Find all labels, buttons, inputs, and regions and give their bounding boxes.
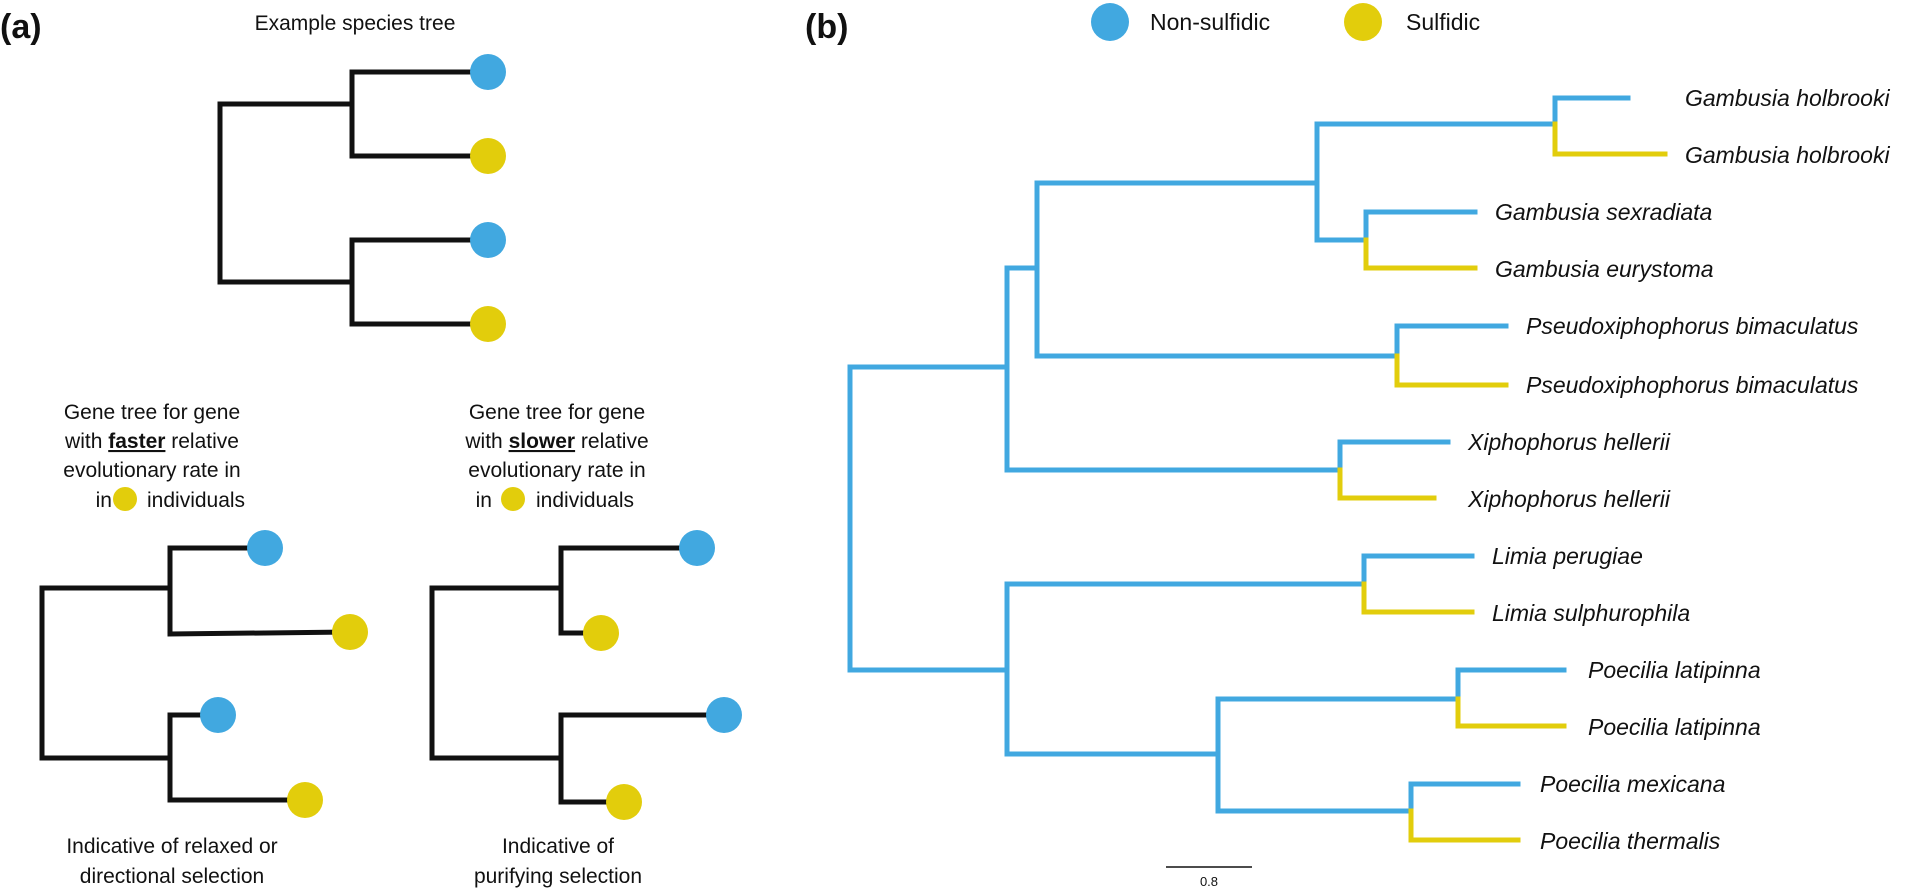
faster-caption-line4-suffix: individuals [147,489,245,512]
legend-sulfidic-swatch [1344,3,1382,41]
faster-gene-tree-tip-4-sulfidic [287,782,323,818]
faster-gene-tree [39,545,353,803]
purifying-caption-line1: Indicative of [502,835,614,858]
phylogeny-backbone [847,95,1631,814]
slower-caption-line2-suffix: relative [575,430,649,453]
slower-caption-line1: Gene tree for gene [469,401,645,424]
faster-emphasis: faster [108,430,165,453]
faster-gene-tree-branches [39,545,353,803]
species-tree-tip-4-sulfidic [470,306,506,342]
taxon-label: Poecilia thermalis [1540,828,1721,854]
faster-caption-line4-prefix: in [96,489,112,512]
slower-gene-tree-tip-2-sulfidic [583,615,619,651]
taxon-labels: Gambusia holbrooki Gambusia holbrooki Ga… [1467,85,1890,854]
panel-b: (b) Non-sulfidic Sulfidic Gambusia holbr… [805,3,1890,889]
taxon-label: Pseudoxiphophorus bimaculatus [1526,313,1859,339]
faster-caption-line2-prefix: with [64,430,108,453]
taxon-label: Gambusia holbrooki [1685,85,1890,111]
scale-bar: 0.8 [1166,866,1252,889]
taxon-label: Poecilia latipinna [1588,657,1761,683]
species-tree-tip-1-non-sulfidic [470,54,506,90]
phylogeny-sulfidic-tips [1337,121,1668,843]
legend-sulfidic-label: Sulfidic [1406,9,1480,35]
panel-a: (a) Example species tree Gene tree for g… [0,8,742,888]
taxon-label: Poecilia mexicana [1540,771,1725,797]
species-tree-title: Example species tree [255,12,456,35]
taxon-label: Pseudoxiphophorus bimaculatus [1526,372,1859,398]
slower-caption-sulfidic-dot [501,487,525,511]
taxon-label: Gambusia sexradiata [1495,199,1712,225]
slower-gene-tree [429,545,727,805]
panel-b-label: (b) [805,8,848,46]
taxon-label: Xiphophorus hellerii [1467,429,1671,455]
relaxed-caption-line2: directional selection [80,865,264,888]
faster-caption-line2-suffix: relative [165,430,239,453]
species-tree [217,69,491,327]
species-tree-tip-3-non-sulfidic [470,222,506,258]
faster-gene-tree-tip-1-non-sulfidic [247,530,283,566]
faster-gene-tree-tip-3-non-sulfidic [200,697,236,733]
slower-caption-line4-suffix: individuals [536,489,634,512]
taxon-label: Gambusia holbrooki [1685,142,1890,168]
slower-gene-tree-branches [429,545,727,805]
legend: Non-sulfidic Sulfidic [1091,3,1480,41]
species-tree-tip-2-sulfidic [470,138,506,174]
phylogeny-sulfidic-branches [1337,121,1668,843]
taxon-label: Gambusia eurystoma [1495,256,1714,282]
panel-a-label: (a) [0,8,42,46]
species-tree-branches [217,69,491,327]
taxon-label: Xiphophorus hellerii [1467,486,1671,512]
faster-gene-tree-tip-2-sulfidic [332,614,368,650]
slower-gene-tree-tip-3-non-sulfidic [706,697,742,733]
faster-caption-line3: evolutionary rate in [63,459,240,482]
scale-bar-label: 0.8 [1200,874,1218,889]
purifying-caption-line2: purifying selection [474,865,642,888]
phylogeny-non-sulfidic-branches [847,95,1631,814]
slower-caption: Gene tree for gene with slower relative … [464,401,648,512]
faster-caption-line1: Gene tree for gene [64,401,240,424]
legend-non-sulfidic-swatch [1091,3,1129,41]
taxon-label: Limia sulphurophila [1492,600,1690,626]
taxon-label: Poecilia latipinna [1588,714,1761,740]
relaxed-caption-line1: Indicative of relaxed or [66,835,277,858]
slower-emphasis: slower [509,430,576,453]
faster-caption-line2: with faster relative [64,430,239,453]
slower-caption-line2: with slower relative [464,430,648,453]
slower-caption-line4-prefix: in [476,489,492,512]
slower-gene-tree-tip-1-non-sulfidic [679,530,715,566]
faster-caption: Gene tree for gene with faster relative … [63,401,245,512]
slower-caption-line3: evolutionary rate in [468,459,645,482]
slower-gene-tree-tip-4-sulfidic [606,784,642,820]
faster-caption-sulfidic-dot [113,487,137,511]
legend-non-sulfidic-label: Non-sulfidic [1150,9,1270,35]
slower-caption-line2-prefix: with [464,430,508,453]
taxon-label: Limia perugiae [1492,543,1643,569]
